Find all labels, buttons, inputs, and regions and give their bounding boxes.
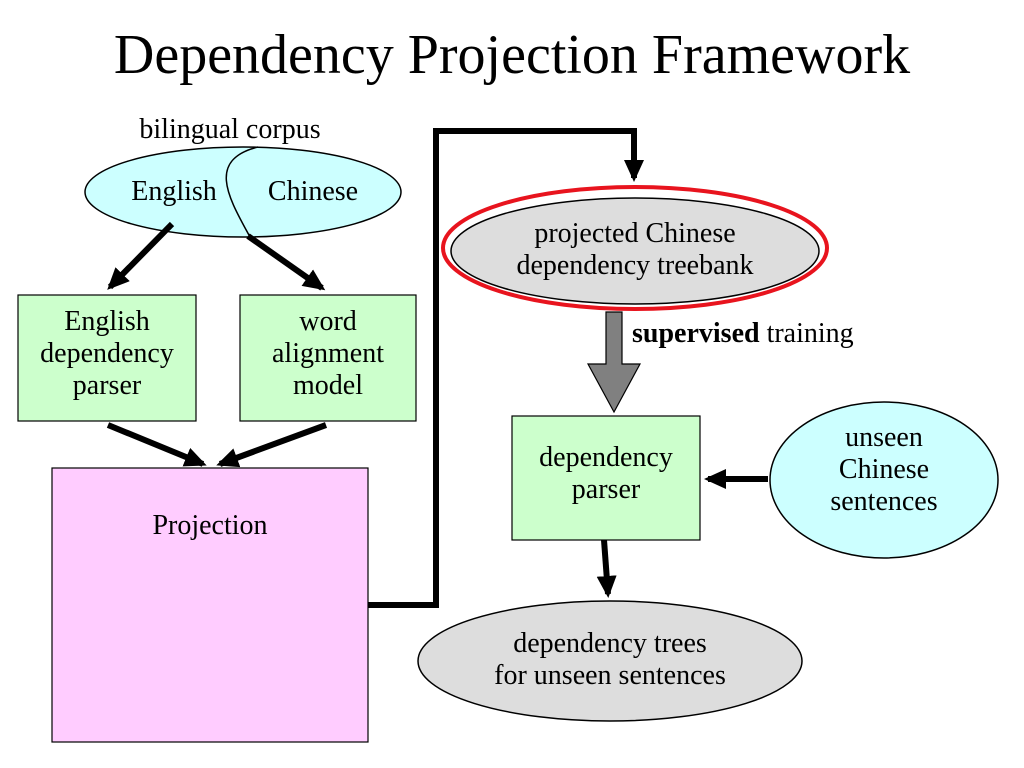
word-alignment-box (239, 294, 417, 422)
projection-box (51, 467, 369, 743)
page-title: Dependency Projection Framework (113, 24, 911, 86)
training-text: training (759, 318, 854, 349)
english-parser-box (17, 294, 197, 422)
word-alignment-label: word alignment model (240, 306, 416, 403)
arrow-alignment-to-projection (216, 422, 328, 468)
unseen-sentences-line: unseen (845, 422, 923, 453)
arrow-english-to-parser (107, 221, 175, 290)
unseen-sentences-label: unseen Chinese sentences (770, 422, 998, 519)
treebank-ellipse (450, 197, 820, 305)
projection-label: Projection (152, 510, 268, 541)
dependency-parser-box (511, 415, 701, 541)
dependency-trees-line: dependency trees (513, 628, 707, 659)
dependency-parser-line: parser (571, 474, 641, 506)
english-parser-line: parser (72, 370, 142, 402)
english-parser-line: dependency (40, 338, 174, 370)
supervised-training-label: supervised training (632, 318, 854, 350)
dependency-parser-label: dependency parser (512, 442, 700, 506)
unseen-sentences-ellipse (769, 401, 999, 559)
bilingual-corpus-ellipse (84, 146, 402, 238)
word-alignment-line: word (299, 306, 357, 337)
english-parser-line: English (64, 306, 150, 337)
treebank-line: dependency treebank (516, 250, 754, 282)
supervised-training-arrow (586, 311, 642, 414)
word-alignment-line: model (293, 370, 363, 402)
english-corpus-label: English (131, 176, 217, 207)
corpus-divider-curve (225, 146, 259, 238)
unseen-sentences-line: Chinese (838, 454, 930, 486)
english-parser-label: English dependency parser (18, 306, 196, 403)
dependency-parser-line: dependency (539, 442, 673, 473)
dependency-trees-label: dependency trees for unseen sentences (418, 628, 802, 692)
bilingual-corpus-caption: bilingual corpus (139, 114, 321, 145)
dependency-trees-ellipse (417, 600, 803, 722)
treebank-label: projected Chinese dependency treebank (448, 218, 822, 282)
treebank-highlight-ring (441, 185, 829, 311)
dependency-trees-line: for unseen sentences (494, 660, 726, 692)
chinese-corpus-label: Chinese (267, 176, 359, 207)
arrow-parser-to-projection (106, 422, 207, 467)
word-alignment-line: alignment (272, 338, 384, 370)
arrow-chinese-to-alignment (246, 233, 326, 291)
arrow-parser-to-trees (596, 539, 617, 598)
supervised-bold-text: supervised (632, 318, 760, 349)
treebank-line: projected Chinese (534, 218, 736, 249)
connector-projection-to-treebank (368, 128, 644, 608)
unseen-sentences-line: sentences (830, 486, 938, 518)
